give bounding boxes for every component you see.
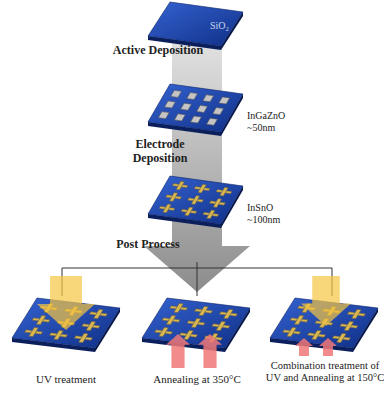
step-label: Active Deposition <box>112 44 204 58</box>
ito-electrode <box>287 327 297 336</box>
ito-electrode <box>191 196 199 205</box>
treatment-caption: UV treatment <box>4 373 128 386</box>
slab-top <box>142 298 250 348</box>
ito-electrode <box>294 315 304 324</box>
igzo-pad <box>165 101 176 108</box>
slab-top <box>148 2 243 46</box>
uv-arrow <box>301 276 351 326</box>
substrate-slab <box>148 2 243 50</box>
ito-electrode <box>94 309 104 318</box>
uv-arrow <box>37 276 95 330</box>
ito-electrode <box>159 327 169 336</box>
ito-electrode <box>344 321 354 330</box>
ito-electrode <box>199 306 209 315</box>
bracket-line <box>197 268 198 296</box>
treatment-caption: Annealing at 350°C <box>130 373 264 386</box>
ito-electrode <box>216 321 226 330</box>
ito-electrode <box>79 333 89 342</box>
igzo-pad <box>187 93 198 100</box>
ito-electrode <box>163 204 171 213</box>
ito-electrode <box>337 333 347 342</box>
ito-electrode <box>54 330 64 339</box>
substrate-slab <box>148 84 243 136</box>
heat-arrow <box>319 338 337 356</box>
step-label-holder: Post Process <box>100 238 196 252</box>
substrate-slab <box>142 298 250 352</box>
layer-label: InSnO ~100nm <box>247 202 293 225</box>
igzo-pad <box>191 116 202 123</box>
treatment-caption-holder: UV treatment <box>4 373 128 386</box>
ito-electrode <box>191 318 201 327</box>
igzo-pad <box>203 95 214 102</box>
igzo-pad <box>219 97 230 104</box>
ito-electrode <box>220 187 228 196</box>
slab-top <box>148 84 243 132</box>
step-label-holder: Active Deposition <box>112 44 204 58</box>
step-label-holder: Electrode Deposition <box>108 138 212 166</box>
ito-electrode <box>213 199 221 208</box>
heat-arrow <box>198 334 222 368</box>
heat-arrow <box>295 338 313 356</box>
igzo-pad <box>174 114 185 121</box>
treatment-caption-holder: Combination treatment of UV and Annealin… <box>264 360 386 384</box>
heat-arrow <box>166 334 190 368</box>
ito-electrode <box>207 210 215 219</box>
igzo-pad <box>158 112 169 119</box>
ito-electrode <box>29 327 39 336</box>
slab-top <box>148 176 243 224</box>
ito-electrode <box>166 315 176 324</box>
igzo-pad <box>213 108 224 115</box>
layer-label-holder: InGaZnO ~50nm <box>247 110 293 133</box>
substrate-slab <box>148 176 243 228</box>
ito-electrode <box>224 309 234 318</box>
ito-electrode <box>36 315 46 324</box>
ito-electrode <box>198 184 206 193</box>
igzo-pad <box>197 105 208 112</box>
layer-label-holder: InSnO ~100nm <box>247 202 293 225</box>
treatment-caption-holder: Annealing at 350°C <box>130 373 264 386</box>
igzo-pad <box>171 90 182 97</box>
ito-electrode <box>86 321 96 330</box>
ito-electrode <box>312 330 322 339</box>
igzo-pad <box>207 118 218 125</box>
material-label: SiO₂ <box>210 20 229 31</box>
bracket-line <box>197 262 198 268</box>
igzo-pad <box>181 103 192 110</box>
ito-electrode <box>174 303 184 312</box>
ito-electrode <box>185 207 193 216</box>
treatment-caption: Combination treatment of UV and Annealin… <box>264 360 386 384</box>
ito-electrode <box>176 181 184 190</box>
ito-electrode <box>184 330 194 339</box>
step-label: Post Process <box>100 238 196 252</box>
ito-electrode <box>352 309 362 318</box>
ito-electrode <box>169 193 177 202</box>
process-arrow <box>144 38 250 292</box>
layer-label: InGaZnO ~50nm <box>247 110 293 133</box>
substrate-label-box: SiO₂ <box>210 20 229 31</box>
step-label: Electrode Deposition <box>108 138 212 166</box>
